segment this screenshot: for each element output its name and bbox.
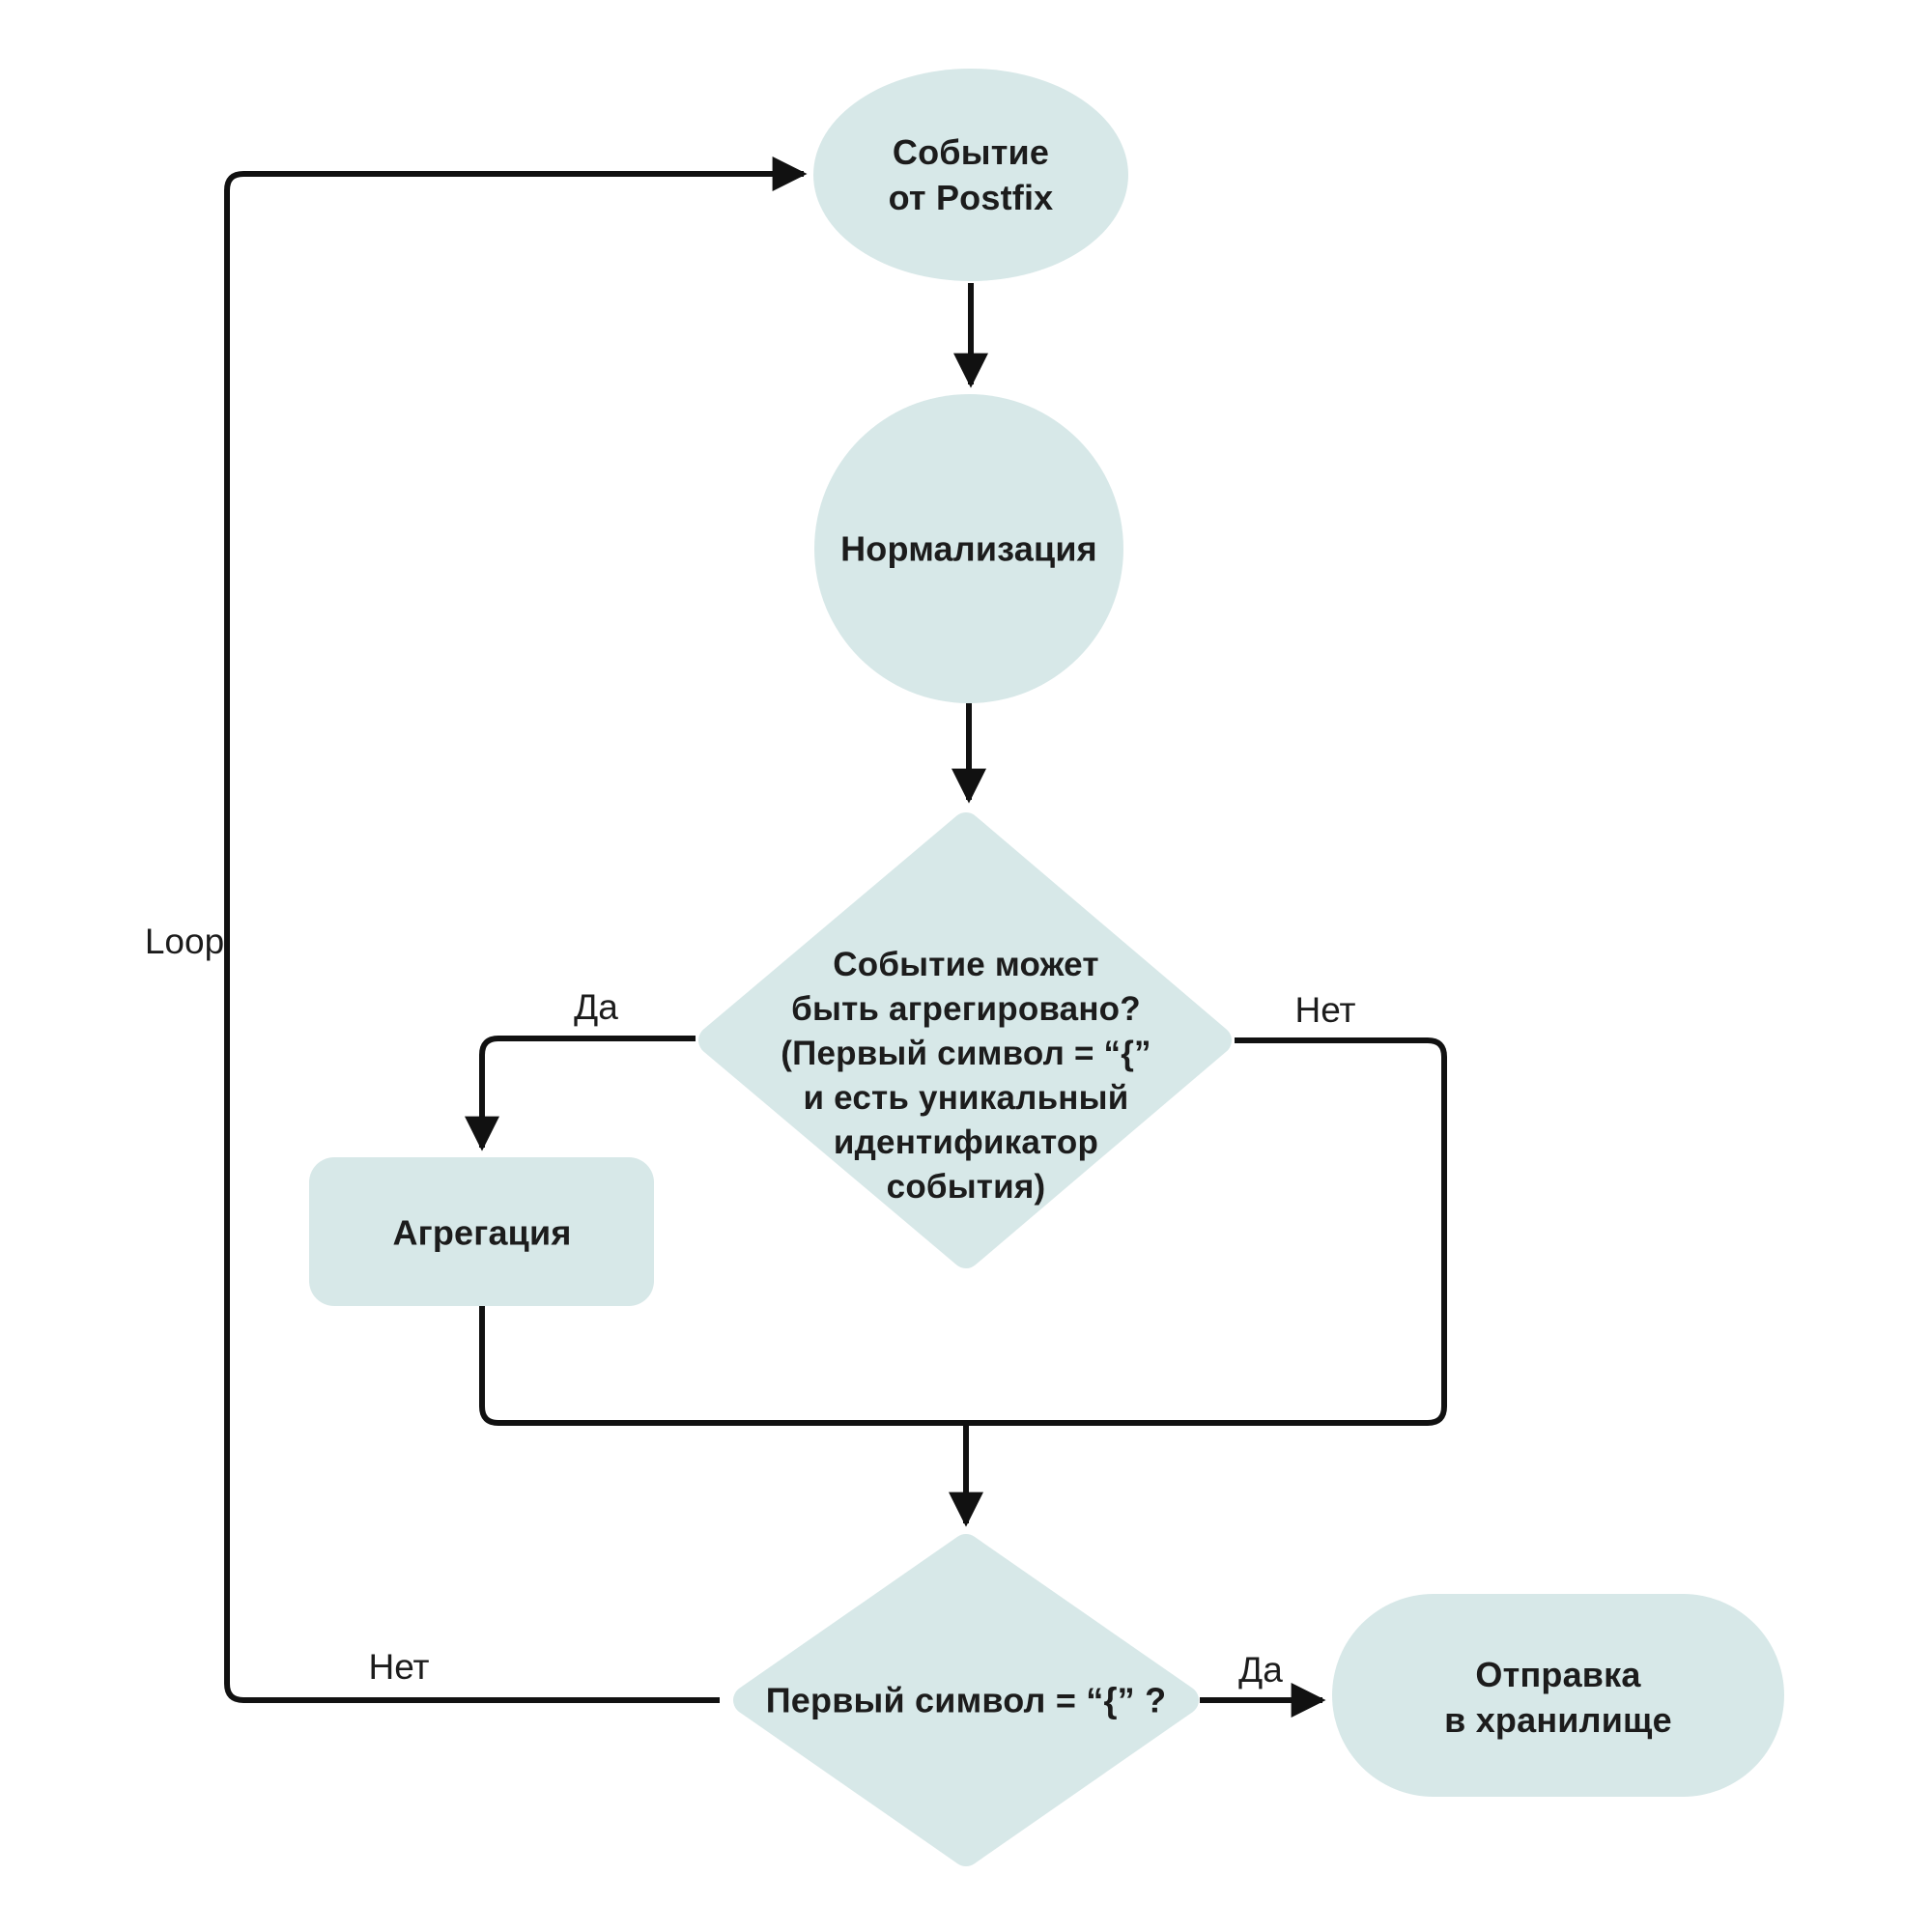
start-node-label: Событие от Postfix bbox=[889, 129, 1054, 220]
start-node-shape bbox=[813, 69, 1128, 281]
aggregate-decision-line: события) bbox=[886, 1168, 1046, 1206]
aggregation-node-shape bbox=[309, 1157, 654, 1306]
edge-aggregation-to-merge bbox=[479, 1306, 966, 1426]
start-node-line: Событие bbox=[892, 132, 1050, 172]
storage-node-label: Отправка в хранилище bbox=[1444, 1652, 1672, 1743]
edge-aggregate-decision-no-to-merge bbox=[966, 1037, 1447, 1426]
aggregate-decision-line: (Первый символ = “{” bbox=[781, 1035, 1151, 1072]
storage-node-line: в хранилище bbox=[1444, 1700, 1672, 1740]
aggregation-node-line: Агрегация bbox=[392, 1212, 572, 1253]
edge-label-no-bottom: Нет bbox=[368, 1647, 430, 1687]
edge-label-yes-top: Да bbox=[574, 987, 618, 1027]
aggregate-decision-line: и есть уникальный bbox=[803, 1079, 1129, 1117]
start-node-line: от Postfix bbox=[888, 178, 1054, 217]
edge-aggregate-decision-yes-to-aggregation bbox=[465, 1036, 696, 1151]
aggregation-node-label: Агрегация bbox=[392, 1210, 571, 1256]
first-char-decision-line: Первый символ = “{” ? bbox=[765, 1680, 1167, 1720]
storage-node-shape bbox=[1332, 1594, 1784, 1797]
normalize-node-shape bbox=[814, 394, 1123, 703]
aggregate-decision-line: быть агрегировано? bbox=[791, 990, 1141, 1028]
first-char-decision-label: Первый символ = “{” ? bbox=[766, 1678, 1167, 1723]
normalize-node-line: Нормализация bbox=[840, 528, 1097, 569]
aggregate-decision-shape bbox=[698, 812, 1232, 1268]
aggregate-decision-label: Событие может быть агрегировано? (Первый… bbox=[781, 943, 1151, 1209]
normalize-node-label: Нормализация bbox=[840, 526, 1097, 572]
edge-label-loop: Loop bbox=[144, 922, 225, 961]
first-char-decision-shape bbox=[733, 1534, 1199, 1866]
edge-loop-back-to-start bbox=[224, 156, 808, 1703]
edge-label-no-top: Нет bbox=[1294, 990, 1356, 1030]
storage-node-line: Отправка bbox=[1475, 1655, 1641, 1694]
edge-label-yes-bottom: Да bbox=[1238, 1650, 1283, 1690]
aggregate-decision-line: Событие может bbox=[833, 946, 1099, 983]
aggregate-decision-line: идентификатор bbox=[833, 1123, 1099, 1161]
